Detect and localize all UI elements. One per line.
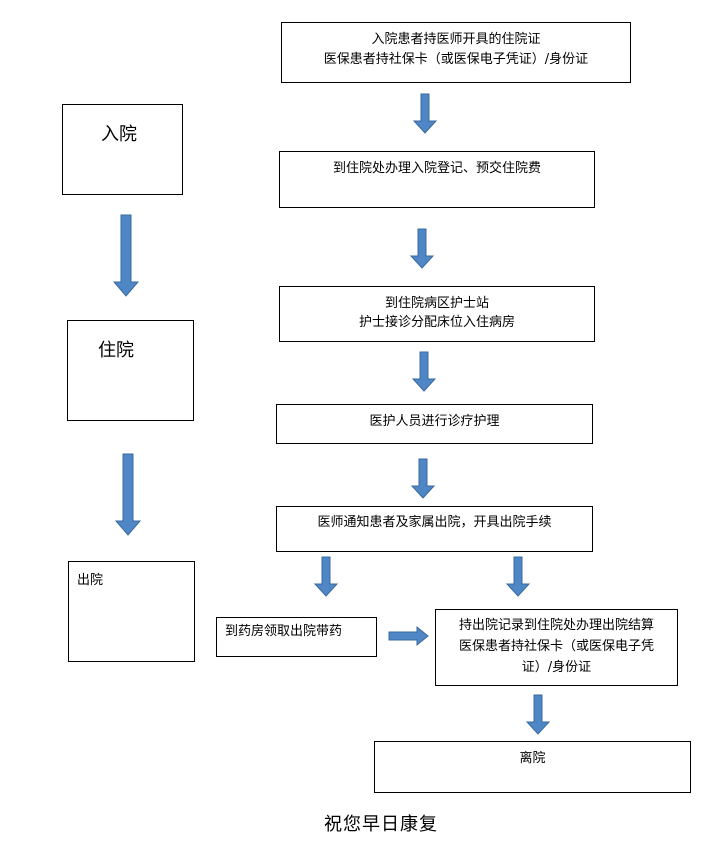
step-box-pharmacy: 到药房领取出院带药 — [216, 617, 377, 657]
arrow-right-icon — [388, 625, 429, 647]
step-text-line: 医保患者持社保卡（或医保电子凭 — [458, 639, 654, 654]
step-box-discharge-notice: 医师通知患者及家属出院，开具出院手续 — [276, 506, 593, 552]
stage-label-admit: 入院 — [101, 124, 137, 145]
step-text-line: 到住院病区护士站 — [384, 296, 489, 311]
step-text-line: 离院 — [519, 751, 546, 766]
arrow-down-icon — [410, 458, 436, 499]
arrow-down-icon — [505, 556, 531, 597]
arrow-down-icon — [411, 351, 437, 392]
step-text-line: 护士接诊分配床位入住病房 — [358, 315, 515, 330]
arrow-down-icon — [114, 453, 142, 536]
arrow-down-icon — [525, 694, 551, 735]
step-text-line: 医护人员进行诊疗护理 — [369, 414, 500, 429]
footer-wish: 祝您早日康复 — [324, 814, 438, 835]
arrow-down-icon — [409, 228, 435, 269]
step-text-line: 持出院记录到住院处办理出院结算 — [458, 618, 654, 633]
stage-label-stay: 住院 — [98, 340, 134, 361]
arrow-down-icon — [313, 556, 339, 597]
step-box-admission-certificate: 入院患者持医师开具的住院证 医保患者持社保卡（或医保电子凭证）/身份证 — [281, 22, 631, 83]
stage-box-admit: 入院 — [62, 104, 183, 195]
stage-box-discharge: 出院 — [68, 561, 195, 662]
step-box-registration: 到住院处办理入院登记、预交住院费 — [279, 151, 595, 208]
step-text-line: 到住院处办理入院登记、预交住院费 — [332, 161, 541, 176]
step-box-nurse-station: 到住院病区护士站 护士接诊分配床位入住病房 — [279, 286, 595, 342]
stage-label-discharge: 出院 — [77, 573, 104, 588]
step-box-leave-hospital: 离院 — [374, 741, 691, 793]
arrow-down-icon — [412, 93, 438, 134]
arrow-down-icon — [112, 214, 140, 297]
step-text-line: 入院患者持医师开具的住院证 — [371, 32, 541, 47]
step-text-line: 医师通知患者及家属出院，开具出院手续 — [317, 515, 552, 530]
step-text-line: 证）/身份证 — [521, 660, 592, 675]
step-box-settlement: 持出院记录到住院处办理出院结算 医保患者持社保卡（或医保电子凭 证）/身份证 — [435, 609, 678, 686]
step-text-line: 到药房领取出院带药 — [225, 624, 343, 639]
step-box-treatment: 医护人员进行诊疗护理 — [276, 404, 593, 444]
stage-box-stay: 住院 — [67, 320, 194, 421]
step-text-line: 医保患者持社保卡（或医保电子凭证）/身份证 — [323, 52, 589, 67]
